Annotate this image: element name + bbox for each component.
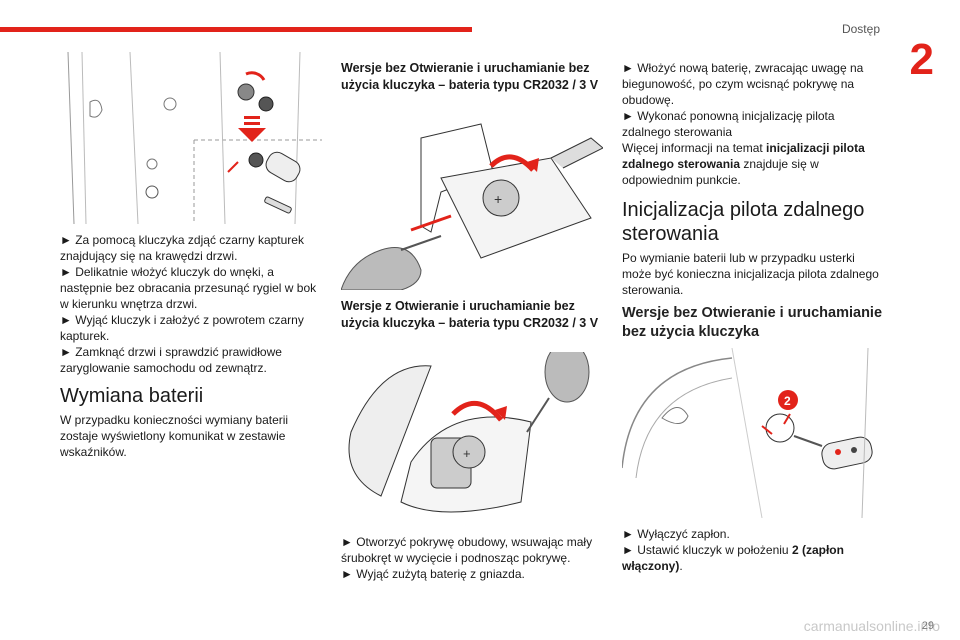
heading-battery-replacement: Wymiana baterii [60,385,204,407]
step-key-position-prefix: Ustawić kluczyk w położeniu [637,543,792,557]
step-remove-cap: Za pomocą kluczyka zdjąć czarny kapturek… [60,232,322,264]
instruction-list: Za pomocą kluczyka zdjąć czarny kapturek… [60,232,322,376]
step-key-position-suffix: . [679,559,683,573]
watermark: carmanualsonline.info [803,618,940,634]
ignition-steps: Wyłączyć zapłon. Ustawić kluczyk w położ… [622,526,884,574]
step-key-position: Ustawić kluczyk w położeniu 2 (zapłon wł… [622,542,884,574]
step-refit-cap: Wyjąć kluczyk i założyć z powrotem czarn… [60,312,322,344]
ignition-key-illustration: 2 [622,348,884,518]
svg-text:+: + [494,191,502,207]
battery-insert-steps: Włożyć nową baterię, zwracając uwagę na … [622,60,884,188]
subheading-with-keyless: Wersje z Otwieranie i uruchamianie bez u… [341,299,599,330]
svg-text:+: + [463,446,471,461]
door-lock-illustration [60,52,322,224]
header-accent-bar [0,27,472,32]
position-label: 2 [784,394,791,408]
step-key-position-bold: 2 (zapłon włączony) [622,543,844,573]
chapter-number: 2 [909,35,934,84]
subheading-without-keyless: Wersje bez Otwieranie i uruchamianie bez… [341,61,599,92]
info-bold: inicjalizacji pilota zdalnego sterowania [622,141,865,171]
info-reference: Więcej informacji na temat inicjalizacji… [622,140,884,188]
page-number: 29 [921,620,934,632]
battery-steps: Otworzyć pokrywę obudowy, wsuwając mały … [341,534,603,582]
key-battery-illustration-2: + [341,352,603,524]
step-open-cover: Otworzyć pokrywę obudowy, wsuwając mały … [341,534,603,566]
info-prefix: Więcej informacji na temat [622,141,767,155]
battery-warning-text: W przypadku konieczności wymiany baterii… [60,413,289,459]
step-ignition-off: Wyłączyć zapłon. [622,526,884,542]
step-check-lock: Zamknąć drzwi i sprawdzić prawidłowe zar… [60,344,322,376]
step-reinitialise: Wykonać ponowną inicjalizację pilota zda… [622,108,884,140]
heading-remote-initialisation: Inicjalizacja pilota zdalnego sterowania [622,199,865,245]
subheading-without-keyless-init: Wersje bez Otwieranie i uruchamianie bez… [622,305,883,340]
info-suffix: znajduje się w odpowiednim punkcie. [622,157,819,187]
step-insert-battery: Włożyć nową baterię, zwracając uwagę na … [622,60,884,108]
key-battery-illustration-1: + [341,118,603,290]
step-insert-key: Delikatnie włożyć kluczyk do wnęki, a na… [60,264,322,312]
initialisation-text: Po wymianie baterii lub w przypadku uste… [622,251,879,297]
section-title: Dostęp [841,22,880,36]
step-remove-battery: Wyjąć zużytą baterię z gniazda. [341,566,603,582]
